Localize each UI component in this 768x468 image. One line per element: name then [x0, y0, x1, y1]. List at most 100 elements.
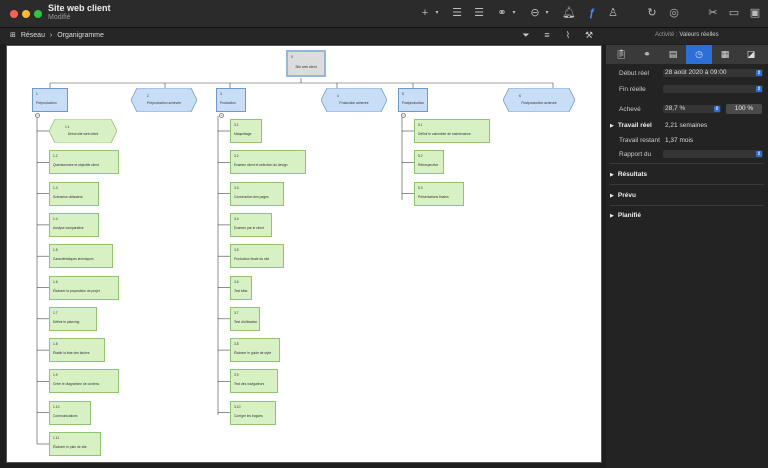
stepper-icon[interactable]: ⇕ — [756, 151, 762, 157]
acheve-field[interactable]: 28,7 % ⇕ — [663, 105, 721, 113]
filter-icon[interactable]: ⏷ — [522, 30, 530, 40]
list-icon[interactable]: ≡ — [544, 30, 550, 40]
breadcrumb-item-network[interactable]: Réseau — [20, 32, 45, 39]
collapse-toggle-icon[interactable]: − — [35, 113, 40, 118]
tools-icon[interactable]: ✂ — [708, 7, 718, 19]
travail-restant-value[interactable]: 1,37 mois — [665, 137, 694, 144]
divider — [610, 205, 764, 206]
disclosure-triangle-icon: ▶ — [610, 172, 614, 178]
fin-field[interactable]: ⇕ — [663, 85, 763, 93]
indent-icon[interactable]: ☰ — [474, 7, 484, 19]
disclosure-triangle-icon: ▶ — [610, 213, 614, 219]
acheve-label: Achevé — [619, 106, 641, 113]
document-title: Site web client — [48, 3, 111, 13]
rapport-field[interactable]: ⇕ — [663, 150, 763, 158]
chevron-down-icon[interactable]: ▾ — [512, 10, 516, 16]
chevron-right-icon: › — [49, 32, 53, 39]
path-bar: ⊞ Réseau › Organigramme ⏷ ≡ ⌇ ⚒ Activité… — [0, 28, 768, 44]
hexagon-shape — [503, 88, 575, 112]
hexagon-shape — [321, 88, 387, 112]
add-icon[interactable]: + — [421, 7, 429, 19]
stepper-icon[interactable]: ⇕ — [714, 106, 720, 112]
globe-icon[interactable]: ◎ — [669, 7, 679, 19]
refresh-icon[interactable]: ↻ — [647, 7, 657, 19]
tab-link-icon[interactable]: ⚭ — [643, 49, 651, 59]
collapse-toggle-icon[interactable]: − — [401, 113, 406, 118]
section-resultats[interactable]: ▶Résultats — [610, 171, 648, 178]
breadcrumb-item-org-chart[interactable]: Organigramme — [57, 32, 104, 39]
minimize-window-button[interactable] — [22, 10, 30, 18]
complete-100-button[interactable]: 100 % — [726, 104, 762, 114]
tab-clock-icon[interactable]: ◷ — [686, 45, 712, 64]
brush-icon[interactable]: ⌇ — [565, 30, 571, 40]
tab-table-icon[interactable]: ▦ — [720, 49, 730, 59]
travail-reel-value[interactable]: 2,21 semaines — [665, 122, 708, 129]
root-node[interactable]: 0 Site web client — [286, 50, 326, 77]
disclosure-triangle-icon: ▶ — [610, 193, 614, 199]
debut-field[interactable]: 28 août 2020 à 09:00 ⇕ — [663, 69, 763, 77]
pin-icon[interactable]: ƒ — [588, 7, 596, 19]
sidebar-toggle-icon[interactable]: ▭ — [728, 7, 740, 19]
breadcrumb: ⊞ Réseau › Organigramme — [10, 31, 107, 39]
chevron-down-icon[interactable]: ▾ — [435, 10, 439, 16]
collapse-toggle-icon[interactable]: − — [219, 113, 224, 118]
divider — [610, 184, 764, 185]
inspector-tabs: 📋︎ ⚭ ▤ ◷ ▦ ◪ — [606, 45, 768, 64]
bell-icon[interactable]: 🔔︎ — [562, 7, 576, 19]
section-prevu[interactable]: ▶Prévu — [610, 192, 636, 199]
stepper-icon[interactable]: ⇕ — [756, 86, 762, 92]
tab-edit-icon[interactable]: ◪ — [746, 49, 756, 59]
stepper-icon[interactable]: ⇕ — [756, 70, 762, 76]
close-window-button[interactable] — [10, 10, 18, 18]
disclosure-triangle-icon: ▶ — [610, 123, 614, 129]
outdent-icon[interactable]: ☰ — [452, 7, 462, 19]
zoom-window-button[interactable] — [34, 10, 42, 18]
tab-clipboard-icon[interactable]: 📋︎ — [615, 49, 627, 59]
more-icon[interactable]: ⊖ — [530, 7, 540, 19]
travail-reel-toggle[interactable]: ▶Travail réel — [610, 122, 652, 129]
rapport-label: Rapport du — [619, 151, 652, 158]
chevron-down-icon[interactable]: ▾ — [545, 10, 549, 16]
inspector-panel: 📋︎ ⚭ ▤ ◷ ▦ ◪ Début réel 28 août 2020 à 0… — [606, 45, 768, 468]
link-icon[interactable]: ⚭ — [497, 7, 507, 19]
inspector-toggle-icon[interactable]: ▣ — [749, 7, 761, 19]
travail-restant-label: Travail restant — [619, 137, 660, 144]
hexagon-shape — [49, 119, 117, 143]
person-icon[interactable]: ♙ — [608, 7, 618, 19]
tab-notes-icon[interactable]: ▤ — [668, 49, 678, 59]
section-planifie[interactable]: ▶Planifié — [610, 212, 641, 219]
wrench-icon[interactable]: ⚒ — [584, 30, 594, 40]
connector-lines — [36, 78, 554, 445]
